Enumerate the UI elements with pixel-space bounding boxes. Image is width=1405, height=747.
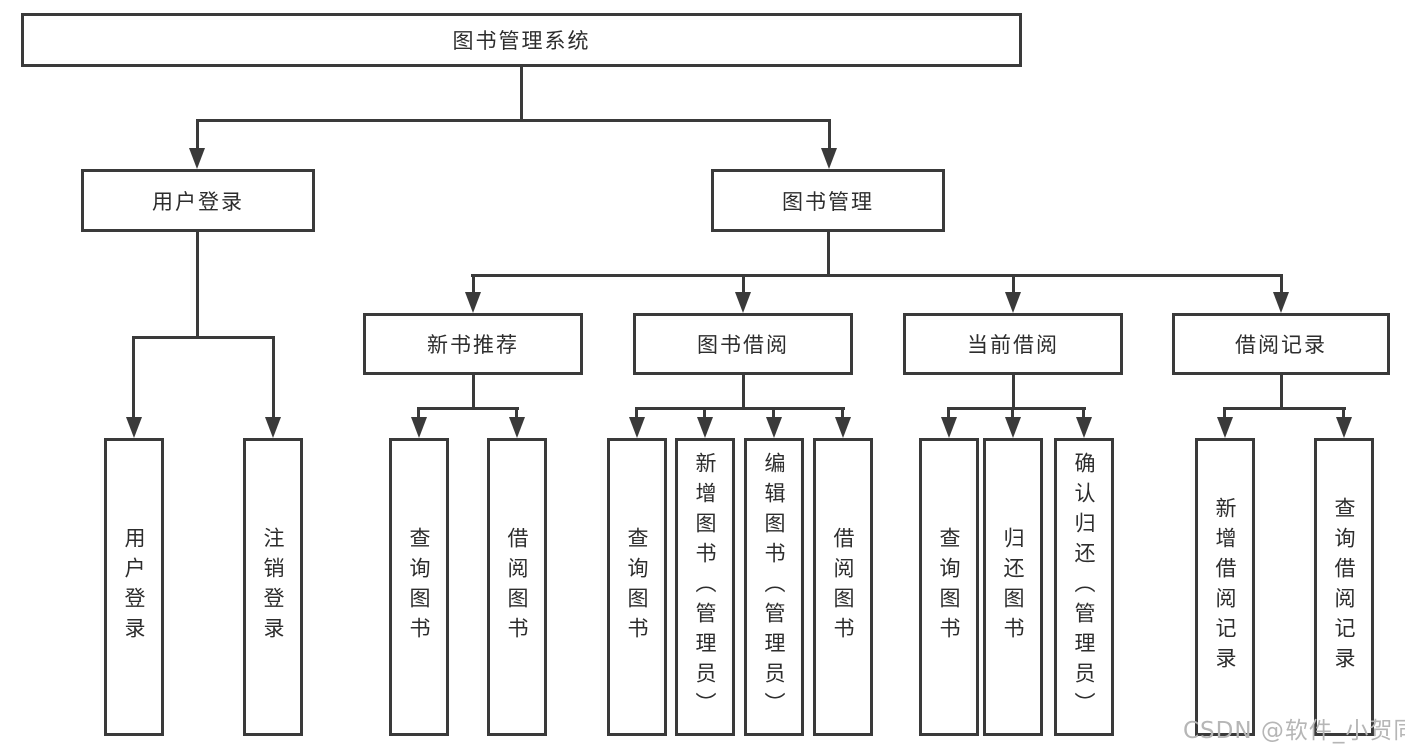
arrow-to-leaf-br-query <box>1336 417 1352 438</box>
arrow-to-leaf-br-add <box>1217 417 1233 438</box>
node-new-books-label: 新书推荐 <box>427 333 519 357</box>
node-new-books: 新书推荐 <box>363 313 583 375</box>
arrow-to-borrow-records <box>1273 292 1289 313</box>
edge-to-leaf-nb-borrow <box>515 407 518 419</box>
edge-book-borrow-split-line <box>635 407 845 410</box>
leaf-book-borrow-borrow: 借阅图书 <box>813 438 873 736</box>
arrow-to-leaf-cb-return <box>1005 417 1021 438</box>
node-borrow-records: 借阅记录 <box>1172 313 1390 375</box>
node-book-borrow: 图书借阅 <box>633 313 853 375</box>
edge-to-leaf-cb-query <box>947 407 950 419</box>
leaf-book-borrow-add: 新增图书（管理员） <box>675 438 735 736</box>
arrow-to-leaf-bb-query <box>629 417 645 438</box>
edge-borrow-records-split-line <box>1223 407 1346 410</box>
leaf-book-borrow-edit-label: 编辑图书（管理员） <box>762 452 787 722</box>
edge-to-new-books <box>472 274 475 294</box>
arrow-to-leaf-bb-edit <box>766 417 782 438</box>
leaf-user-login-label: 用户登录 <box>122 527 147 647</box>
edge-to-leaf-bb-edit <box>772 407 775 419</box>
edge-to-user-login <box>196 119 199 152</box>
leaf-records-add: 新增借阅记录 <box>1195 438 1255 736</box>
leaf-book-borrow-edit: 编辑图书（管理员） <box>744 438 804 736</box>
leaf-new-books-borrow-label: 借阅图书 <box>505 527 530 647</box>
arrow-to-leaf-bb-borrow <box>835 417 851 438</box>
leaf-records-add-label: 新增借阅记录 <box>1213 497 1238 677</box>
edge-book-management-split-line <box>471 274 1283 277</box>
edge-to-leaf-br-query <box>1342 407 1345 419</box>
edge-to-leaf-logout <box>272 336 275 419</box>
arrow-to-new-books <box>465 292 481 313</box>
arrow-to-leaf-logout <box>265 417 281 438</box>
leaf-logout-label: 注销登录 <box>261 527 286 647</box>
node-user-login: 用户登录 <box>81 169 315 232</box>
leaf-current-query-label: 查询图书 <box>937 527 962 647</box>
leaf-current-return-label: 归还图书 <box>1001 527 1026 647</box>
leaf-book-borrow-borrow-label: 借阅图书 <box>831 527 856 647</box>
node-book-management: 图书管理 <box>711 169 945 232</box>
node-current-borrow-label: 当前借阅 <box>967 333 1059 357</box>
arrow-to-leaf-user-login <box>126 417 142 438</box>
node-borrow-records-label: 借阅记录 <box>1235 333 1327 357</box>
leaf-book-borrow-add-label: 新增图书（管理员） <box>693 452 718 722</box>
arrow-to-leaf-bb-add <box>697 417 713 438</box>
edge-to-leaf-bb-add <box>703 407 706 419</box>
arrow-to-leaf-nb-query <box>411 417 427 438</box>
leaf-logout: 注销登录 <box>243 438 303 736</box>
leaf-new-books-query: 查询图书 <box>389 438 449 736</box>
edge-user-login-stem <box>196 232 199 336</box>
arrow-to-leaf-cb-confirm <box>1076 417 1092 438</box>
leaf-current-query: 查询图书 <box>919 438 979 736</box>
edge-new-books-split-line <box>417 407 519 410</box>
leaf-new-books-query-label: 查询图书 <box>407 527 432 647</box>
edge-to-leaf-cb-return <box>1011 407 1014 419</box>
leaf-current-return: 归还图书 <box>983 438 1043 736</box>
edge-new-books-stem <box>472 375 475 407</box>
leaf-current-confirm-label: 确认归还（管理员） <box>1072 452 1097 722</box>
edge-to-leaf-cb-confirm <box>1082 407 1085 419</box>
arrow-to-book-management <box>821 148 837 169</box>
leaf-current-confirm: 确认归还（管理员） <box>1054 438 1114 736</box>
csdn-watermark: CSDN @软件_小贺同学 <box>1183 718 1405 744</box>
edge-user-login-split-line <box>132 336 275 339</box>
node-user-login-label: 用户登录 <box>152 189 244 214</box>
arrow-to-leaf-nb-borrow <box>509 417 525 438</box>
edge-current-borrow-split-line <box>947 407 1086 410</box>
node-root-label: 图书管理系统 <box>452 29 591 53</box>
node-root: 图书管理系统 <box>21 13 1022 67</box>
edge-current-borrow-stem <box>1012 375 1015 407</box>
edge-to-leaf-user-login <box>132 336 135 419</box>
arrow-to-book-borrow <box>735 292 751 313</box>
leaf-user-login: 用户登录 <box>104 438 164 736</box>
edge-root-split-line <box>196 119 831 122</box>
arrow-to-current-borrow <box>1005 292 1021 313</box>
edge-to-leaf-br-add <box>1223 407 1226 419</box>
edge-to-current-borrow <box>1012 274 1015 294</box>
edge-to-book-management <box>828 119 831 152</box>
edge-to-leaf-bb-borrow <box>841 407 844 419</box>
edge-to-book-borrow <box>742 274 745 294</box>
node-book-management-label: 图书管理 <box>782 189 874 214</box>
arrow-to-leaf-cb-query <box>941 417 957 438</box>
node-book-borrow-label: 图书借阅 <box>697 333 789 357</box>
leaf-new-books-borrow: 借阅图书 <box>487 438 547 736</box>
edge-to-leaf-bb-query <box>635 407 638 419</box>
leaf-book-borrow-query: 查询图书 <box>607 438 667 736</box>
edge-book-borrow-stem <box>742 375 745 407</box>
edge-to-borrow-records <box>1280 274 1283 294</box>
leaf-records-query-label: 查询借阅记录 <box>1332 497 1357 677</box>
node-current-borrow: 当前借阅 <box>903 313 1123 375</box>
edge-root-stem <box>520 67 523 119</box>
edge-book-management-stem <box>827 232 830 274</box>
arrow-to-user-login <box>189 148 205 169</box>
leaf-records-query: 查询借阅记录 <box>1314 438 1374 736</box>
edge-to-leaf-nb-query <box>417 407 420 419</box>
edge-borrow-records-stem <box>1280 375 1283 407</box>
leaf-book-borrow-query-label: 查询图书 <box>625 527 650 647</box>
